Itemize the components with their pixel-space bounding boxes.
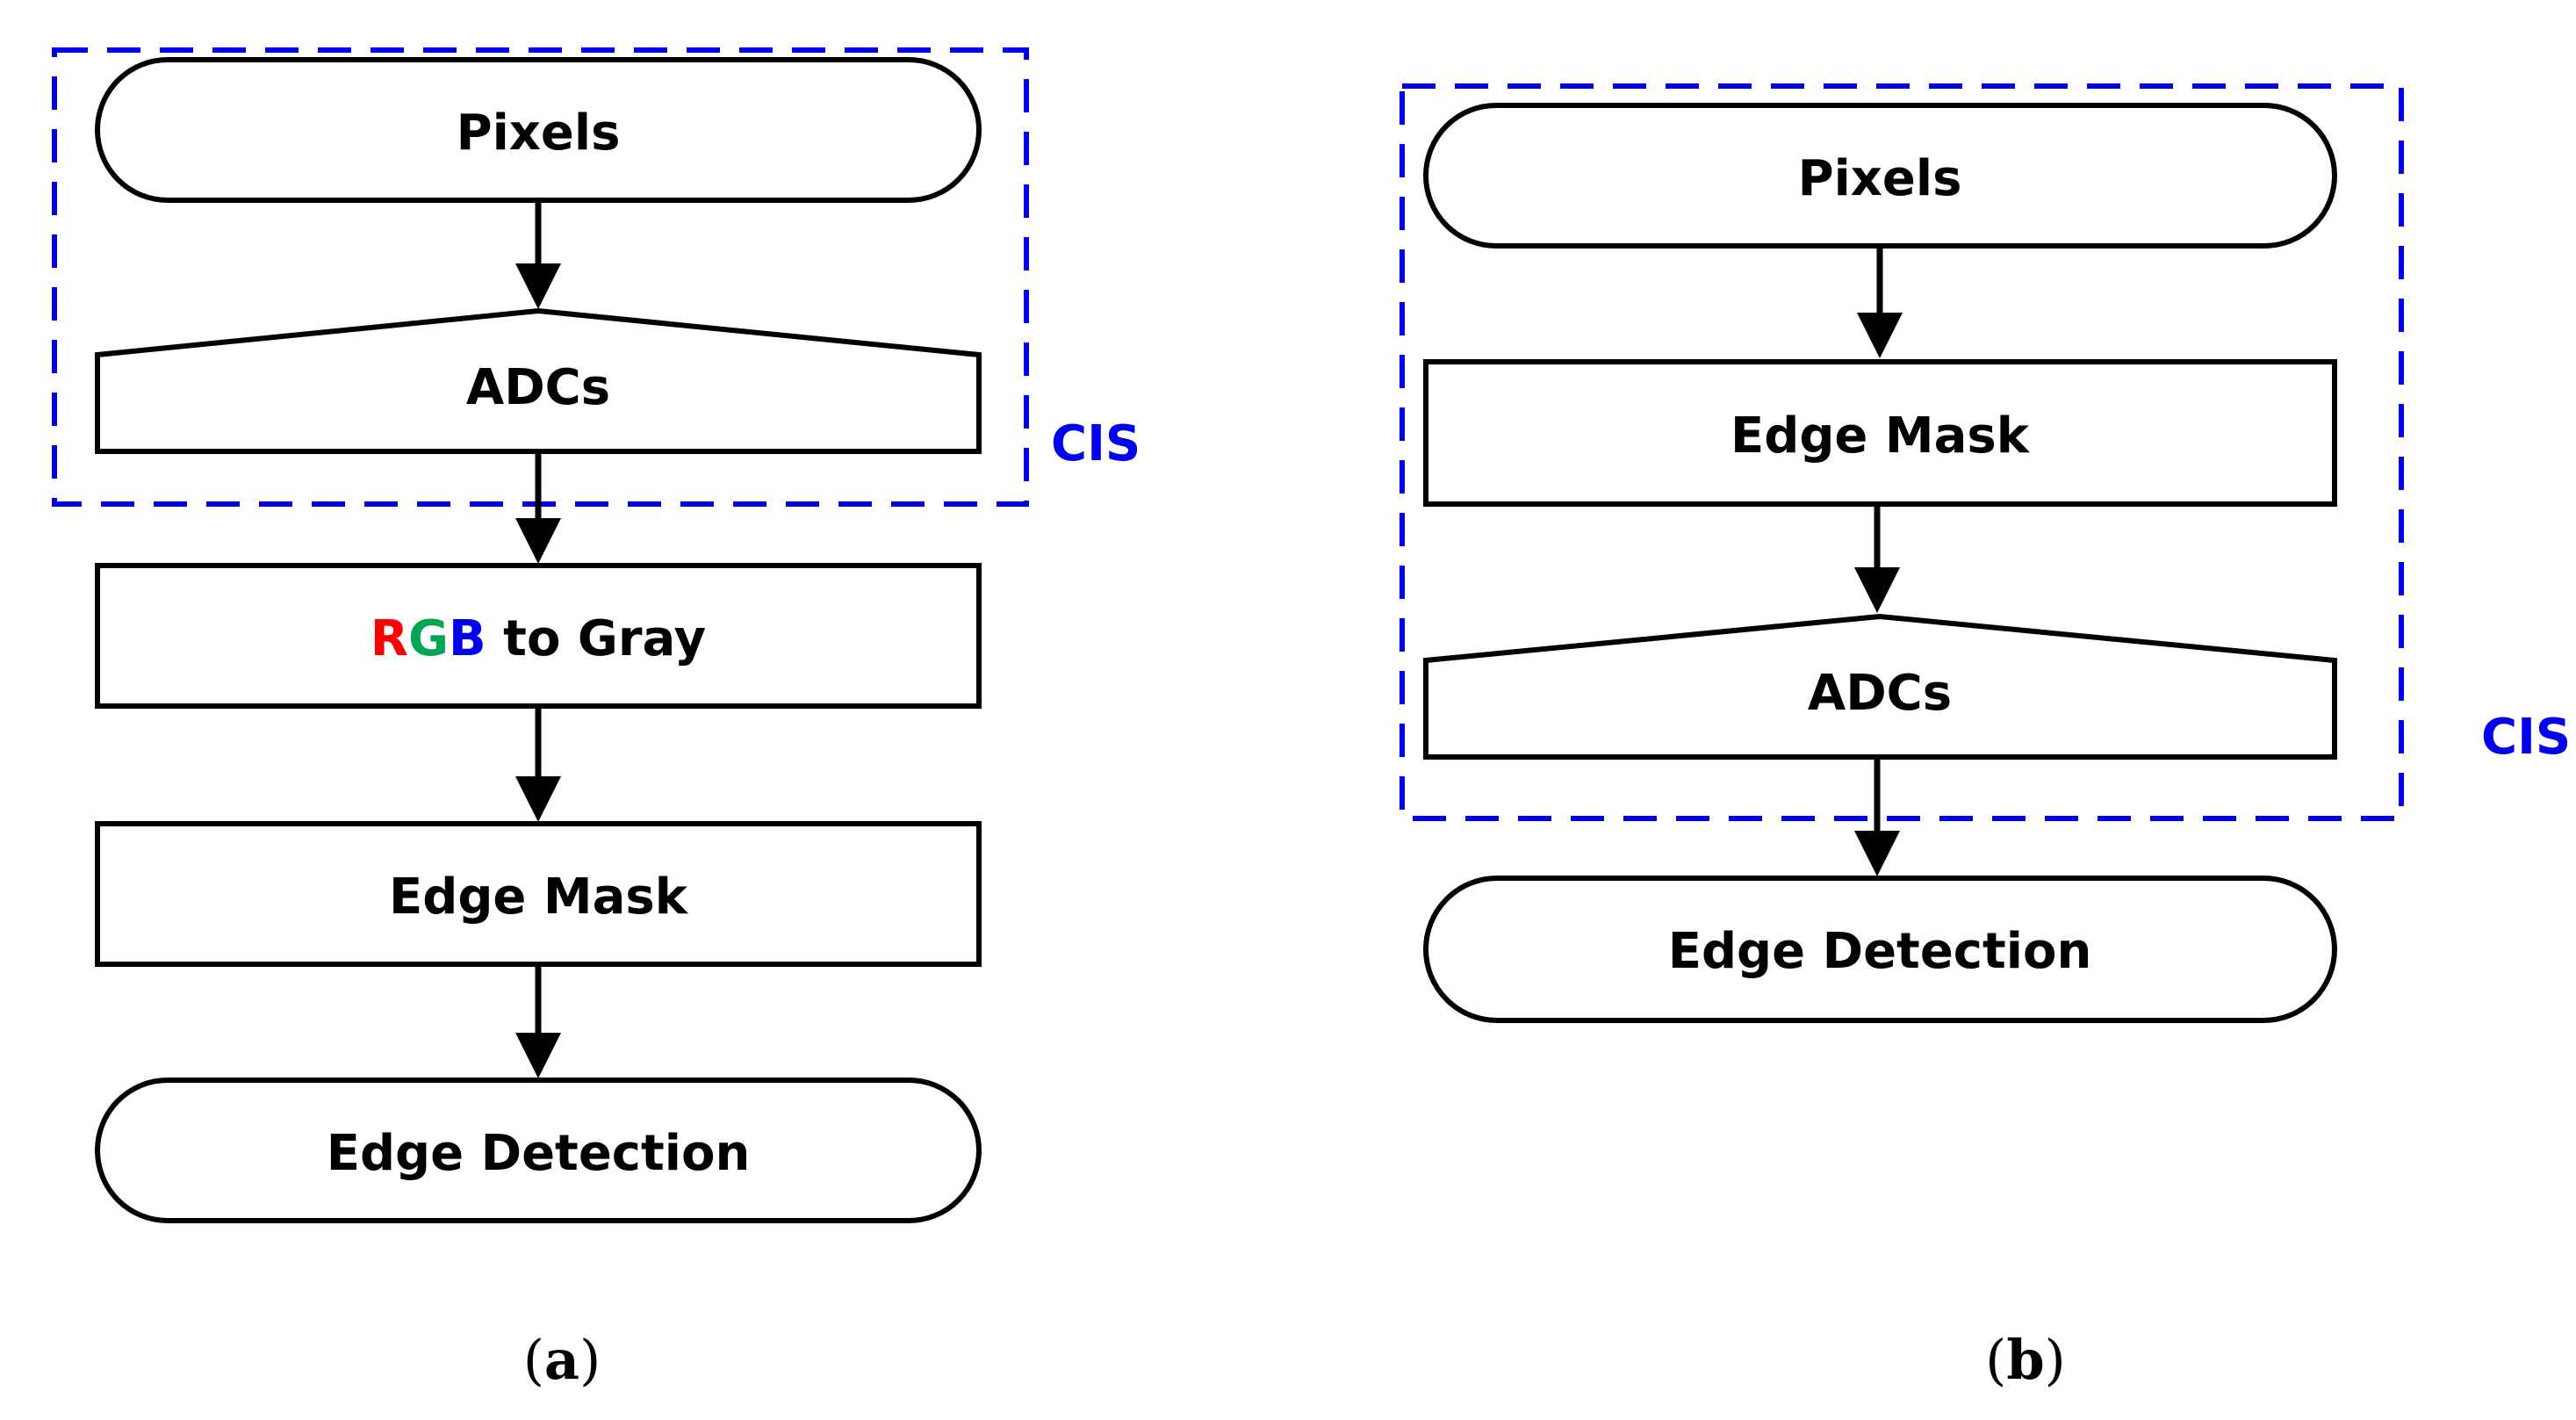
panel-a-cis-label: CIS [1051, 415, 1140, 472]
panel-a-arrow-1-head [515, 263, 561, 309]
panel-b-caption: (b) [1985, 1328, 2066, 1392]
panel-a-edge-mask-label: Edge Mask [389, 869, 689, 926]
panel-b-edge-detection-label: Edge Detection [1668, 923, 2092, 980]
panel-b-edge-mask-label: Edge Mask [1731, 407, 2031, 465]
rgb-letter-g: G [408, 610, 449, 667]
panel-b-cis-region [1400, 83, 2404, 821]
panel-b-edge-mask-node [1423, 359, 2337, 507]
panel-a-edge-detection-node [95, 1078, 982, 1223]
panel-b-adcs-label: ADCs [1808, 665, 1952, 722]
panel-a-edge-mask-node [95, 821, 982, 967]
panel-b-cis-label: CIS [2481, 709, 2571, 766]
panel-a-adcs-label: ADCs [466, 359, 610, 416]
panel-a-adcs-node [95, 307, 982, 454]
panel-a: CIS Pixels ADCs RGB to Gray Edge Mask Ed… [52, 47, 1140, 1392]
panel-b-arrow-1-head [1857, 313, 1903, 358]
panel-b-pixels-label: Pixels [1798, 150, 1962, 207]
panel-a-rgb-to-gray-label: RGB to Gray [371, 610, 706, 667]
panel-a-arrow-3-head [515, 776, 561, 822]
panel-a-caption: (a) [523, 1328, 601, 1392]
rgb-letter-r: R [371, 610, 408, 667]
panel-b-adcs-node [1423, 613, 2337, 760]
panel-b: CIS Pixels Edge Mask ADCs Edge Detection… [1400, 83, 2571, 1392]
rgb-rest-text: to Gray [486, 610, 706, 667]
panel-a-edge-detection-label: Edge Detection [327, 1125, 751, 1182]
panel-a-pixels-label: Pixels [457, 105, 621, 162]
panel-a-arrow-2-head [515, 518, 561, 564]
panel-a-arrow-4-head [515, 1033, 561, 1078]
panel-b-arrow-2-head [1854, 567, 1900, 613]
panel-b-edge-detection-node [1423, 876, 2337, 1023]
panel-b-arrow-3-head [1854, 831, 1900, 876]
rgb-letter-b: B [449, 610, 486, 667]
